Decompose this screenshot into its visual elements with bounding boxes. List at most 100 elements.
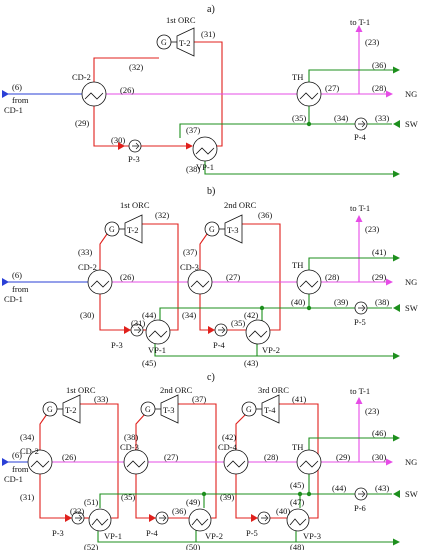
ng-label: NG <box>405 457 417 467</box>
sw-arrow <box>393 120 400 128</box>
red-line-34 <box>199 294 215 331</box>
to-t1-label: to T-1 <box>350 386 370 396</box>
red-line-37 <box>199 233 208 270</box>
turbine-t2 <box>62 394 81 424</box>
stream-label: (50) <box>186 542 200 550</box>
stream-label: (43) <box>375 483 389 493</box>
condenser-label: CD-3 <box>180 262 199 272</box>
turbine-t2 <box>124 214 143 244</box>
junction-dot <box>306 305 312 311</box>
stream-label: (52) <box>84 542 98 550</box>
stream-label: (42) <box>222 432 236 442</box>
stream-label: (30) <box>111 135 125 145</box>
pump-label: P-3 <box>52 528 64 538</box>
pump-p4 <box>155 511 169 525</box>
stream-label: (35) <box>231 318 245 328</box>
stream-label: (39) <box>334 297 348 307</box>
pump-p3 <box>128 139 142 153</box>
pump-label: P-4 <box>146 528 159 538</box>
stream-label: (30) <box>80 310 94 320</box>
stream-label: (27) <box>164 452 178 462</box>
th-label: TH <box>292 72 303 82</box>
condenser-cd2 <box>27 449 53 475</box>
stream-label: (35) <box>292 113 306 123</box>
th-label: TH <box>292 260 303 270</box>
pump-label: P-5 <box>354 317 366 327</box>
stream-label: (28) <box>325 272 339 282</box>
stream-label: from <box>12 464 29 474</box>
panel-b: b) (6) from CD-1 G <box>2 186 418 368</box>
stream-label: (6) <box>12 82 22 92</box>
turbine-t4 <box>261 394 280 424</box>
stream-label: (45) <box>290 480 304 490</box>
stream-label: (27) <box>325 83 339 93</box>
sw-label: SW <box>405 303 418 313</box>
stream-label: (28) <box>264 452 278 462</box>
stream-label: (45) <box>142 358 156 368</box>
sw-line-44 <box>159 307 309 322</box>
sw-label: SW <box>405 119 418 129</box>
stream-label: (44) <box>142 310 156 320</box>
red-line-33 <box>80 403 119 519</box>
vapor-label: VP-1 <box>104 531 122 541</box>
stream-label: (23) <box>365 37 379 47</box>
th-exchanger <box>296 449 322 475</box>
stream-label: (31) <box>20 492 34 502</box>
condenser-label: CD-2 <box>78 262 97 272</box>
stream-label: (38) <box>375 297 389 307</box>
generator-label: G <box>145 405 151 414</box>
turbine-label: T-2 <box>179 38 191 48</box>
stream-label: (37) <box>183 247 197 257</box>
stream-label: CD-1 <box>4 105 23 115</box>
stream-label: (51) <box>84 497 98 507</box>
pump-p5 <box>257 511 271 525</box>
pump-p5 <box>354 301 368 315</box>
stream-label: (27) <box>226 272 240 282</box>
stream-label: (41) <box>292 394 306 404</box>
panel-a: a) (6) from CD-1 G T-2 1st ORC <box>2 4 418 178</box>
to-t1-label: to T-1 <box>350 203 370 213</box>
stream-label: CD-1 <box>4 294 23 304</box>
condenser-label: CD-3 <box>120 442 139 452</box>
stream-label: (38) <box>186 164 200 174</box>
stream-label: (28) <box>372 83 386 93</box>
stream-label: (33) <box>94 394 108 404</box>
sw-line-43 <box>256 342 400 360</box>
orc-label: 1st ORC <box>120 200 150 210</box>
stream-label: (43) <box>244 358 258 368</box>
red-arrow <box>251 514 258 522</box>
vapor-label: VP-2 <box>262 345 280 355</box>
stream-label: (44) <box>332 483 346 493</box>
stream-label: (37) <box>186 125 200 135</box>
turbine-t3 <box>160 394 179 424</box>
stream-label: (34) <box>334 113 348 123</box>
inlet-arrow <box>2 278 9 286</box>
stream-label: (47) <box>290 497 304 507</box>
red-line-39 <box>235 474 258 519</box>
stream-label: (32) <box>70 506 84 516</box>
junction-dot <box>306 491 312 497</box>
sw-line-51 <box>99 493 309 508</box>
vapor-generator-vp2 <box>188 508 212 532</box>
sw-label: SW <box>405 489 418 499</box>
orc-label: 1st ORC <box>66 385 96 395</box>
generator-label: G <box>209 225 215 234</box>
condenser-cd4 <box>223 449 249 475</box>
vapor-generator-vp3 <box>286 508 310 532</box>
pump-label: P-5 <box>246 528 258 538</box>
turbine-label: T-3 <box>163 405 175 415</box>
red-line-31 <box>39 474 72 519</box>
turbine-t3 <box>224 214 243 244</box>
stream-label: (48) <box>290 542 304 550</box>
stream-label: CD-1 <box>4 474 23 484</box>
stream-label: (6) <box>12 450 22 460</box>
panel-b-label: b) <box>207 186 215 197</box>
stream-label: (33) <box>375 113 389 123</box>
vapor-generator-vp1 <box>192 136 218 162</box>
generator-label: G <box>47 405 53 414</box>
pump-label: P-4 <box>354 132 367 142</box>
stream-label: (34) <box>182 310 196 320</box>
stream-label: (29) <box>336 452 350 462</box>
turbine-t2 <box>176 27 195 57</box>
